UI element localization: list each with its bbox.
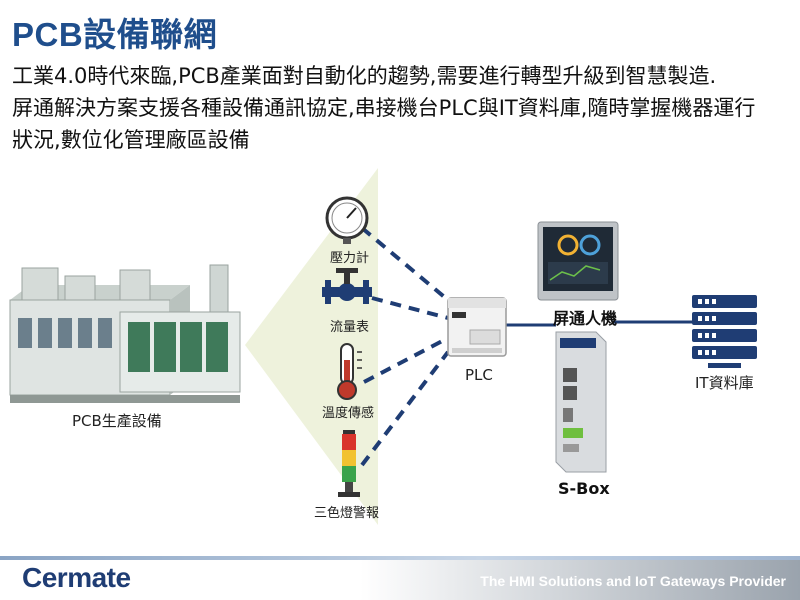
- pressure-gauge-icon: [325, 196, 369, 244]
- sensor-label-temperature: 溫度傳感: [322, 406, 375, 421]
- description-line-3: 狀況,數位化管理廠區設備: [12, 128, 250, 152]
- sensor-label-tower-light: 三色燈警報: [314, 506, 380, 521]
- sensor-label-pressure: 壓力計: [330, 251, 370, 266]
- footer: [0, 560, 800, 600]
- sensor-label-flow: 流量表: [330, 320, 370, 335]
- footer-divider: [0, 556, 800, 560]
- network-diagram: [9, 168, 757, 525]
- sbox-icon: [555, 331, 607, 473]
- network-connectors: [506, 320, 692, 327]
- page-title: PCB設備聯網: [12, 16, 218, 53]
- description-line-1: 工業4.0時代來臨,PCB產業面對自動化的趨勢,需要進行轉型升級到智慧製造.: [12, 64, 717, 88]
- hmi-icon: [537, 221, 619, 301]
- thermometer-icon: [337, 343, 362, 400]
- flow-valve-icon: [322, 268, 372, 304]
- plc-icon: [447, 297, 507, 357]
- description-line-2: 屏通解決方案支援各種設備通訊協定,串接機台PLC與IT資料庫,隨時掌握機器運行: [12, 96, 756, 120]
- pcb-machine-icon: [9, 264, 241, 403]
- it-database-label: IT資料庫: [695, 374, 754, 392]
- cermate-logo: Cermate: [22, 562, 131, 594]
- logo-text: Cermate: [22, 562, 131, 593]
- sbox-label: S-Box: [558, 479, 610, 498]
- tower-light-icon: [338, 430, 360, 497]
- equipment-label: PCB生產設備: [72, 412, 162, 430]
- hmi-label: 屏通人機: [553, 309, 618, 328]
- connector-temperature: [363, 336, 449, 384]
- it-database-icon: [692, 295, 757, 368]
- connector-tower-light: [360, 350, 450, 467]
- footer-tagline: The HMI Solutions and IoT Gateways Provi…: [480, 573, 786, 589]
- connector-flow: [371, 296, 449, 320]
- sensor-connectors: [360, 226, 450, 467]
- description: 工業4.0時代來臨,PCB產業面對自動化的趨勢,需要進行轉型升級到智慧製造. 屏…: [12, 60, 792, 156]
- plc-label: PLC: [465, 366, 493, 384]
